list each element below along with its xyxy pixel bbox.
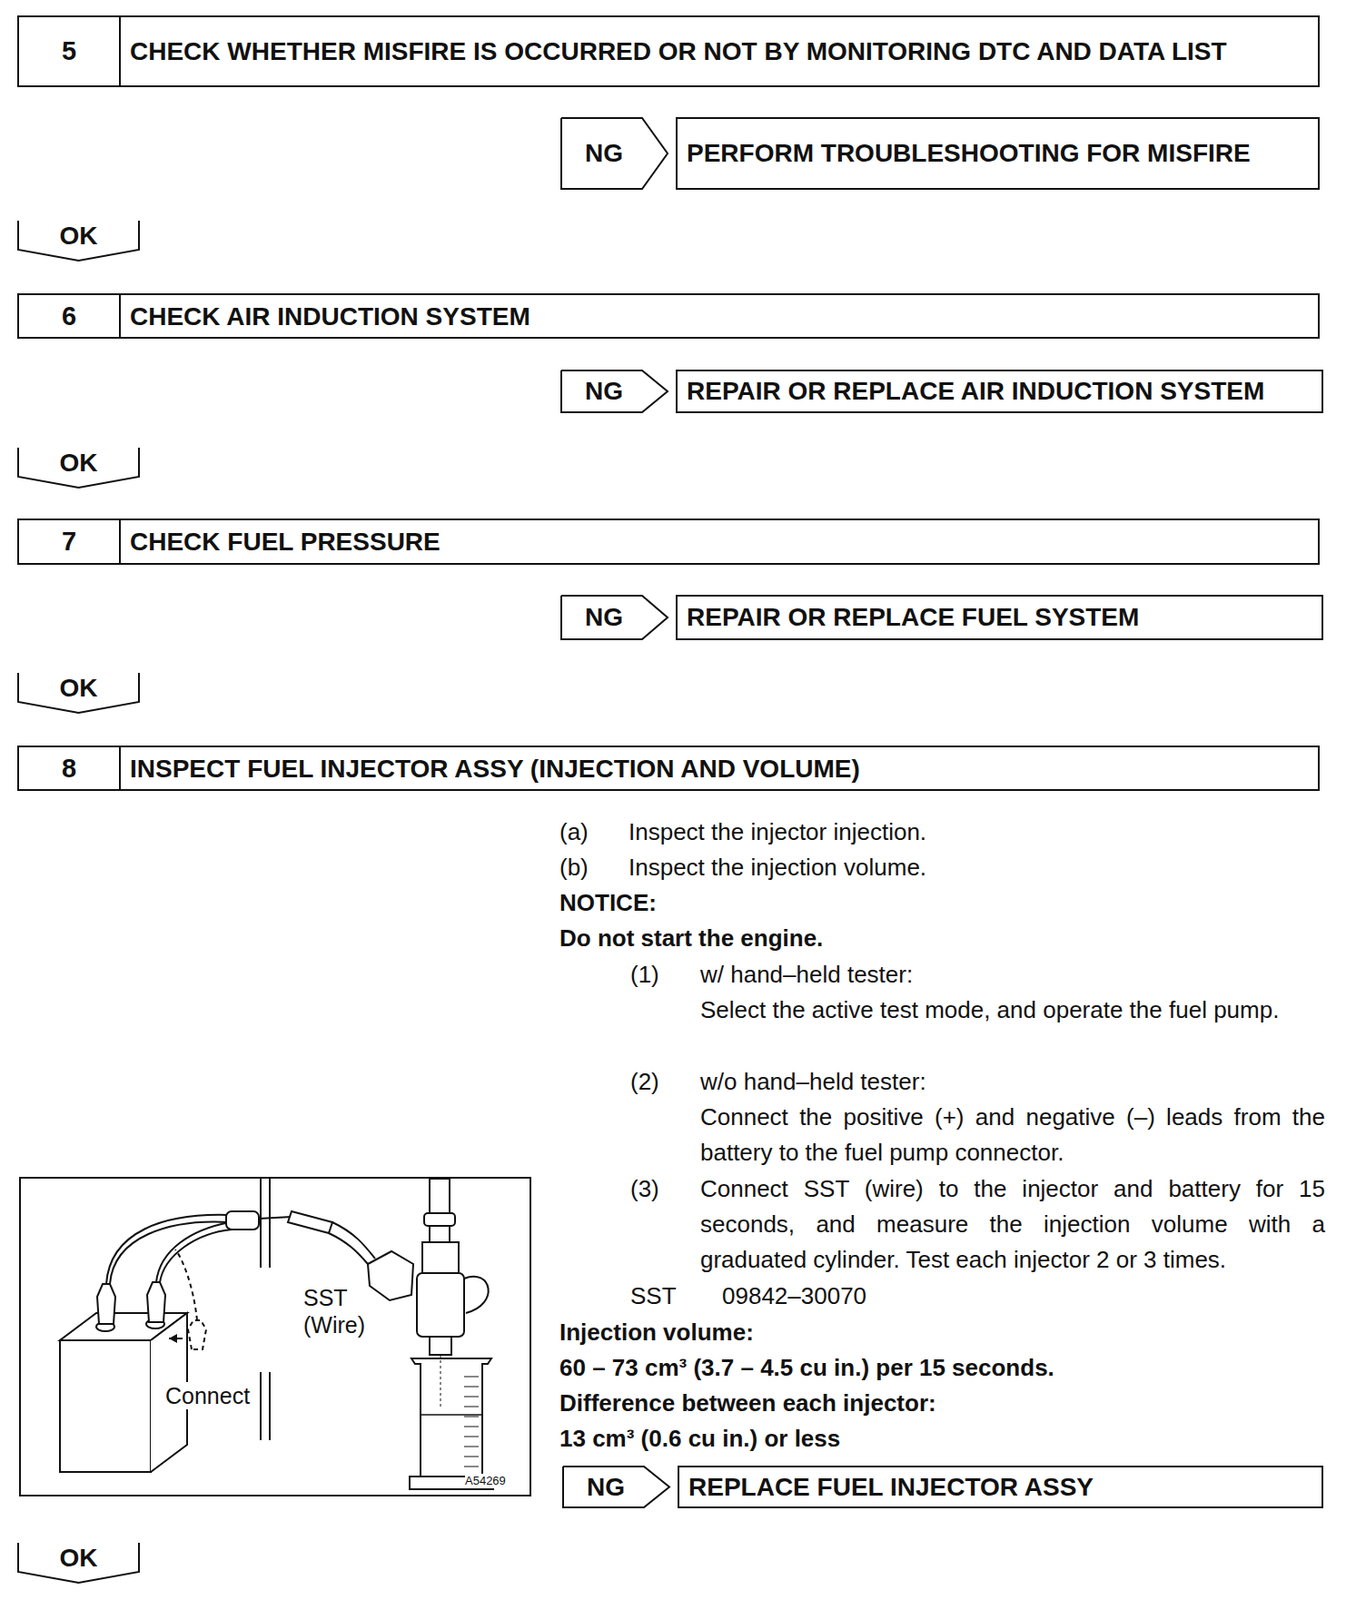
instruction-text: Select the active test mode, and operate… xyxy=(700,992,1326,1029)
step-letter: (a) xyxy=(559,814,589,851)
ng-text: NG xyxy=(584,138,624,169)
instruction-text: Connect SST (wire) to the injector and b… xyxy=(700,1171,1326,1278)
step-title: CHECK AIR INDUCTION SYSTEM xyxy=(120,295,1318,337)
step-header-box: 7CHECK FUEL PRESSURE xyxy=(17,518,1320,565)
spec-heading: Injection volume: xyxy=(559,1315,754,1351)
tool-number: 09842–30070 xyxy=(722,1278,867,1315)
sub-step-number: (1) xyxy=(630,957,660,993)
spec-value: 60 – 73 cm³ (3.7 – 4.5 cu in.) per 15 se… xyxy=(559,1350,1055,1386)
part-label: SST (Wire) xyxy=(303,1284,404,1339)
ng-arrow-tag: NG xyxy=(560,594,670,641)
ok-tag: OK xyxy=(17,217,140,263)
tool-label: SST xyxy=(630,1278,677,1315)
injector-test-illustration xyxy=(19,1177,532,1497)
spec-heading: Difference between each injector: xyxy=(559,1385,937,1422)
step-title: INSPECT FUEL INJECTOR ASSY (INJECTION AN… xyxy=(120,747,1318,790)
notice-text: Do not start the engine. xyxy=(559,920,823,957)
step-title: CHECK WHETHER MISFIRE IS OCCURRED OR NOT… xyxy=(120,17,1318,86)
step-letter: (b) xyxy=(559,850,589,886)
condition-text: w/o hand–held tester: xyxy=(700,1064,927,1100)
ng-text: NG xyxy=(584,603,624,633)
ng-arrow-tag: NG xyxy=(560,117,670,190)
step-number: 8 xyxy=(19,747,121,790)
ok-text: OK xyxy=(59,1544,99,1574)
instruction-text: Inspect the injection volume. xyxy=(628,850,927,886)
step-number: 7 xyxy=(19,520,121,564)
spec-value: 13 cm³ (0.6 cu in.) or less xyxy=(559,1421,841,1457)
ok-tag: OK xyxy=(17,444,140,490)
part-label: Connect xyxy=(165,1382,250,1410)
notice-heading: NOTICE: xyxy=(559,885,657,921)
result-box: REPAIR OR REPLACE AIR INDUCTION SYSTEM xyxy=(675,369,1324,414)
result-text: REPAIR OR REPLACE AIR INDUCTION SYSTEM xyxy=(686,376,1265,406)
ok-tag: OK xyxy=(17,1539,140,1585)
ng-arrow-tag: NG xyxy=(562,1465,672,1509)
step-header-box: 6CHECK AIR INDUCTION SYSTEM xyxy=(17,293,1320,339)
result-box: PERFORM TROUBLESHOOTING FOR MISFIRE xyxy=(675,117,1320,190)
condition-text: w/ hand–held tester: xyxy=(700,957,913,993)
step-title: CHECK FUEL PRESSURE xyxy=(120,520,1318,564)
sub-step-number: (2) xyxy=(630,1064,660,1100)
step-header-box: 8INSPECT FUEL INJECTOR ASSY (INJECTION A… xyxy=(17,745,1320,792)
sub-step-number: (3) xyxy=(630,1171,660,1208)
step-number: 5 xyxy=(19,17,121,86)
instruction-text: Inspect the injector injection. xyxy=(628,814,927,851)
ok-tag: OK xyxy=(17,669,140,715)
ok-text: OK xyxy=(59,673,99,703)
result-text: REPLACE FUEL INJECTOR ASSY xyxy=(688,1473,1094,1503)
result-box: REPAIR OR REPLACE FUEL SYSTEM xyxy=(675,594,1324,641)
ng-text: NG xyxy=(584,376,624,406)
ng-text: NG xyxy=(586,1473,625,1503)
figure-code: A54269 xyxy=(465,1474,506,1489)
step-number: 6 xyxy=(19,295,121,337)
result-text: REPAIR OR REPLACE FUEL SYSTEM xyxy=(686,603,1139,633)
instruction-text: Connect the positive (+) and negative (–… xyxy=(700,1099,1326,1171)
ok-text: OK xyxy=(59,221,99,251)
step-header-box: 5CHECK WHETHER MISFIRE IS OCCURRED OR NO… xyxy=(17,15,1320,88)
ng-arrow-tag: NG xyxy=(560,369,670,414)
result-text: PERFORM TROUBLESHOOTING FOR MISFIRE xyxy=(686,138,1251,169)
result-box: REPLACE FUEL INJECTOR ASSY xyxy=(677,1465,1324,1509)
ok-text: OK xyxy=(59,448,99,478)
